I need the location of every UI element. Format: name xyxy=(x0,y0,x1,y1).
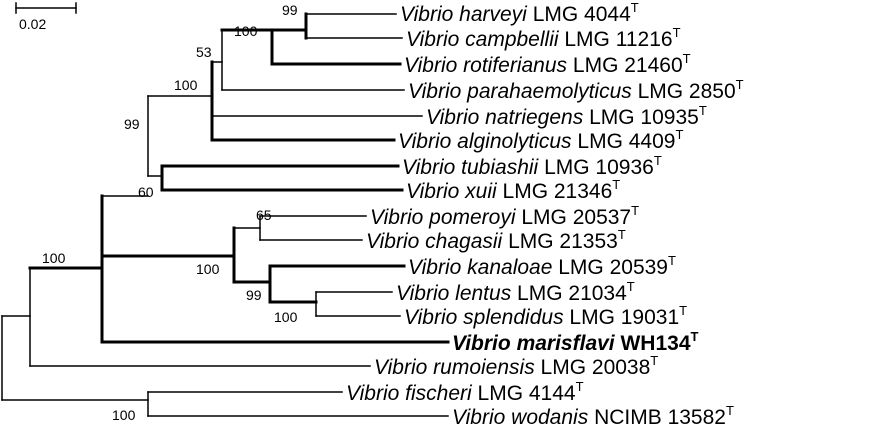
taxon-label: Vibrio lentus LMG 21034T xyxy=(396,279,635,305)
bootstrap-values: 99 100 53 100 99 60 100 65 100 99 100 10… xyxy=(42,2,298,423)
taxon-label: Vibrio rumoiensis LMG 20038T xyxy=(374,353,658,379)
bootstrap-value: 99 xyxy=(124,116,140,132)
bootstrap-value: 99 xyxy=(282,2,298,18)
taxon-label: Vibrio campbellii LMG 11216T xyxy=(406,25,681,51)
taxon-label: Vibrio natriegens LMG 10935T xyxy=(426,103,707,129)
taxon-label: Vibrio parahaemolyticus LMG 2850T xyxy=(408,77,744,103)
bootstrap-value: 100 xyxy=(112,407,136,423)
taxon-label: Vibrio tubiashii LMG 10936T xyxy=(402,153,662,179)
taxon-label: Vibrio wodanis NCIMB 13582T xyxy=(452,403,734,429)
bootstrap-value: 100 xyxy=(274,309,298,325)
tree-branches xyxy=(1,12,450,417)
bootstrap-value: 60 xyxy=(138,184,154,200)
bootstrap-value: 53 xyxy=(196,44,212,60)
bootstrap-value: 100 xyxy=(196,261,220,277)
bootstrap-value: 100 xyxy=(174,77,198,93)
taxon-label: Vibrio kanaloae LMG 20539T xyxy=(408,253,676,279)
bootstrap-value: 99 xyxy=(246,287,262,303)
taxon-label: Vibrio rotiferianus LMG 21460T xyxy=(404,51,691,77)
taxon-labels: Vibrio harveyi LMG 4044T Vibrio campbell… xyxy=(346,0,744,429)
bootstrap-value: 65 xyxy=(256,207,272,223)
taxon-label: Vibrio alginolyticus LMG 4409T xyxy=(398,127,683,153)
taxon-label-highlighted: Vibrio marisflavi WH134T xyxy=(452,329,699,355)
taxon-label: Vibrio splendidus LMG 19031T xyxy=(404,303,687,329)
taxon-label: Vibrio pomeroyi LMG 20537T xyxy=(370,203,639,229)
taxon-label: Vibrio chagasii LMG 21353T xyxy=(366,227,626,253)
taxon-label: Vibrio fischeri LMG 4144T xyxy=(346,379,584,405)
scale-bar: 0.02 xyxy=(15,2,77,32)
taxon-label: Vibrio xuii LMG 21346T xyxy=(406,177,620,203)
taxon-label: Vibrio harveyi LMG 4044T xyxy=(400,0,639,26)
scale-bar-label: 0.02 xyxy=(19,16,46,32)
bootstrap-value: 100 xyxy=(234,23,258,39)
bootstrap-value: 100 xyxy=(42,250,66,266)
